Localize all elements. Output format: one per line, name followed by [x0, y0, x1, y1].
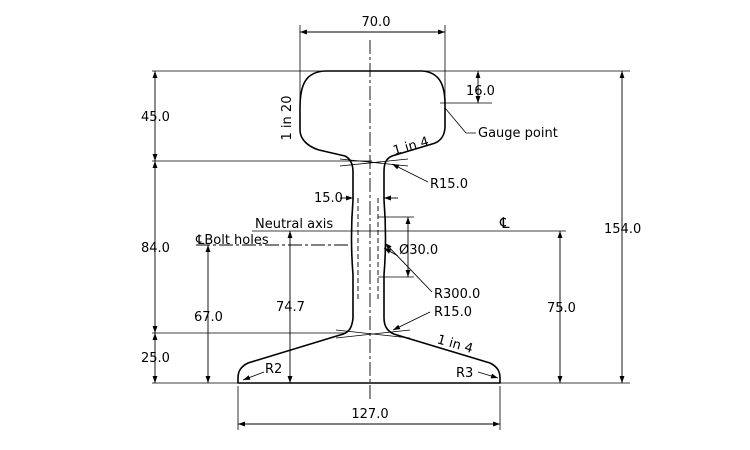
gauge-point-leader	[444, 107, 476, 134]
neutral-axis-height-label: 74.7	[276, 300, 305, 315]
bottom-fillet-leader	[392, 311, 431, 331]
right-toe-radius-leader	[477, 371, 499, 379]
centerline-height-label: 75.0	[547, 301, 576, 316]
head-width-label: 70.0	[362, 15, 391, 30]
right-toe-radius-label: R3	[456, 366, 473, 381]
top-fillet-label: R15.0	[430, 177, 468, 192]
gauge-point-label: Gauge point	[478, 126, 558, 141]
foot-construction-line	[335, 329, 411, 339]
bottom-fillet-label: R15.0	[434, 305, 472, 320]
rail-profile-outline	[237, 70, 501, 384]
web-radius-label: R300.0	[434, 287, 480, 302]
foot-depth-label: 25.0	[141, 351, 170, 366]
head-underside-slope-label: 1 in 4	[391, 134, 430, 159]
gauge-offset-label: 16.0	[466, 84, 495, 99]
hole-diameter-label: Ø30.0	[399, 243, 438, 258]
web-thickness-label: 15.0	[314, 191, 343, 206]
left-toe-radius-label: R2	[265, 362, 282, 377]
top-fillet-leader	[391, 163, 429, 183]
foot-width-label: 127.0	[351, 407, 388, 422]
web-height-label: 84.0	[141, 241, 170, 256]
total-height-label: 154.0	[604, 222, 641, 237]
head-side-slope-label: 1 in 20	[280, 96, 295, 141]
bolt-holes-label: ℄Bolt holes	[195, 233, 269, 248]
left-toe-radius-leader	[242, 371, 265, 381]
bolt-hole-height-label: 67.0	[194, 310, 223, 325]
head-depth-label: 45.0	[141, 110, 170, 125]
centerline-symbol: ℄	[499, 214, 510, 232]
head-construction-line	[339, 158, 409, 167]
neutral-axis-label: Neutral axis	[255, 217, 333, 232]
web-radius-leader	[384, 242, 433, 293]
